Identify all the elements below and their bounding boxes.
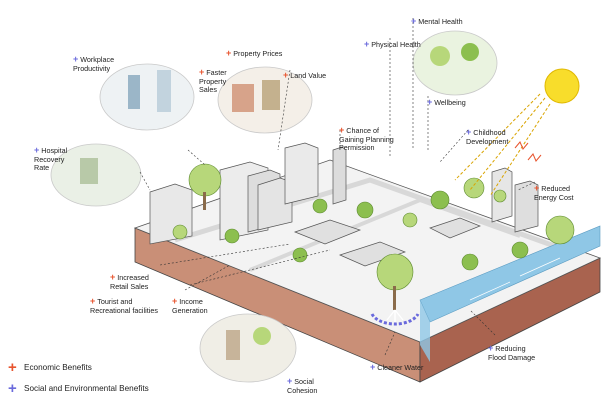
label-property-prices: +Property Prices [226,48,283,59]
label-increased-retail-sales: +Increased Retail Sales [110,272,149,291]
buildings [149,142,539,267]
trees [172,163,575,310]
social-benefit-icon: + [466,127,472,138]
label-childhood-development: +Childhood Development [466,127,509,146]
legend-economic: + Economic Benefits [8,359,92,376]
label-tourist-and-recreational-facilities: +Tourist and Recreational facilities [90,296,158,315]
legend-economic-label: Economic Benefits [24,363,92,372]
vignettes [50,30,498,383]
economic-benefit-icon: + [90,296,96,307]
label-income-generation: +Income Generation [172,296,208,315]
legend-social-label: Social and Environmental Benefits [24,384,149,393]
label-chance-of-gaining-planning-permission: +Chance of Gaining Planning Permission [339,125,394,153]
economic-benefit-icon: + [199,67,205,78]
cleaner-water-graphic [370,309,420,326]
health-vignette [412,30,498,96]
economic-benefit-icon: + [283,70,289,81]
sun-icon [454,68,580,197]
label-cleaner-water: +Cleaner Water [370,362,424,373]
economic-benefit-icon: + [534,183,540,194]
social-benefit-icon: + [73,54,79,65]
social-benefit-icon: + [34,145,40,156]
economic-benefit-icon: + [110,272,116,283]
label-land-value: +Land Value [283,70,327,81]
social-benefit-icon: + [364,39,370,50]
economic-benefit-icon: + [226,48,232,59]
social-benefit-icon: + [411,16,417,27]
label-workplace-productivity: +Workplace Productivity [73,54,115,73]
social-benefit-icon: + [427,97,433,108]
social-benefit-icon: + [8,380,17,397]
label-wellbeing: +Wellbeing [427,97,466,108]
label-reduced-energy-cost: +Reduced Energy Cost [534,183,574,202]
label-reducing-flood-damage: +Reducing Flood Damage [488,343,536,362]
social-benefit-icon: + [488,343,494,354]
workplace-vignette [99,63,195,131]
river [419,225,601,362]
label-hospital-recovery-rate: +Hospital Recovery Rate [34,145,68,173]
economic-benefit-icon: + [172,296,178,307]
leader-lines [139,18,536,356]
social-benefit-icon: + [287,376,293,387]
label-faster-property-sales: +Faster Property Sales [199,67,227,95]
social-benefit-icon: + [370,362,376,373]
label-physical-health: +Physical Health [364,39,421,50]
label-mental-health: +Mental Health [411,16,463,27]
label-social-cohesion: +Social Cohesion [287,376,318,395]
economic-benefit-icon: + [8,359,17,376]
social-vignette [199,313,297,383]
economic-benefit-icon: + [339,125,345,136]
legend-social: + Social and Environmental Benefits [8,380,149,397]
